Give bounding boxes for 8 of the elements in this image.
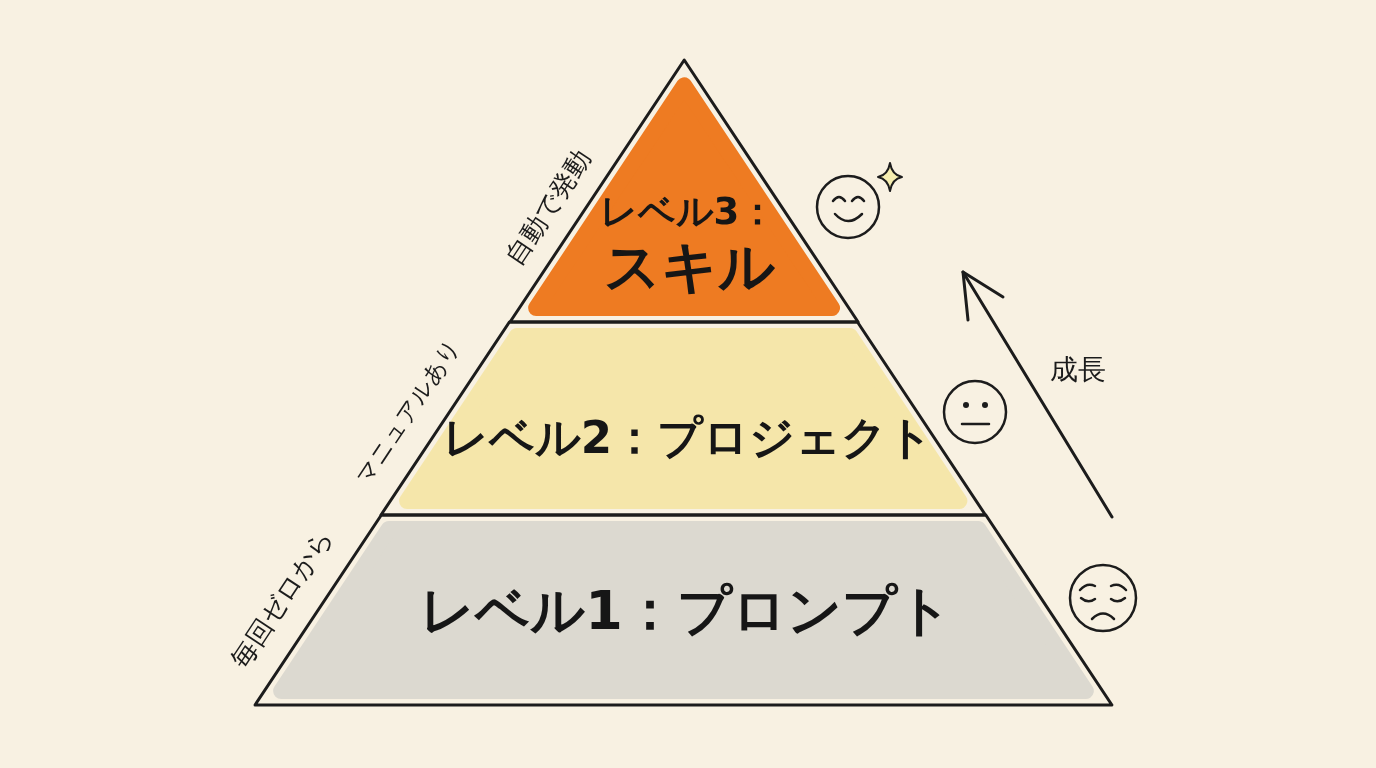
side-label: 自動で発動 [500, 145, 596, 269]
arrow-label: 成長 [1050, 356, 1106, 384]
side-label: 毎回ゼロから [226, 524, 338, 672]
tier-label: スキル [604, 239, 776, 295]
tier-label: レベル2：プロジェクト [442, 414, 934, 460]
tier-label: レベル1：プロンプト [420, 584, 952, 638]
pyramid-tier [507, 58, 860, 324]
tier-label: レベル3： [599, 192, 777, 230]
